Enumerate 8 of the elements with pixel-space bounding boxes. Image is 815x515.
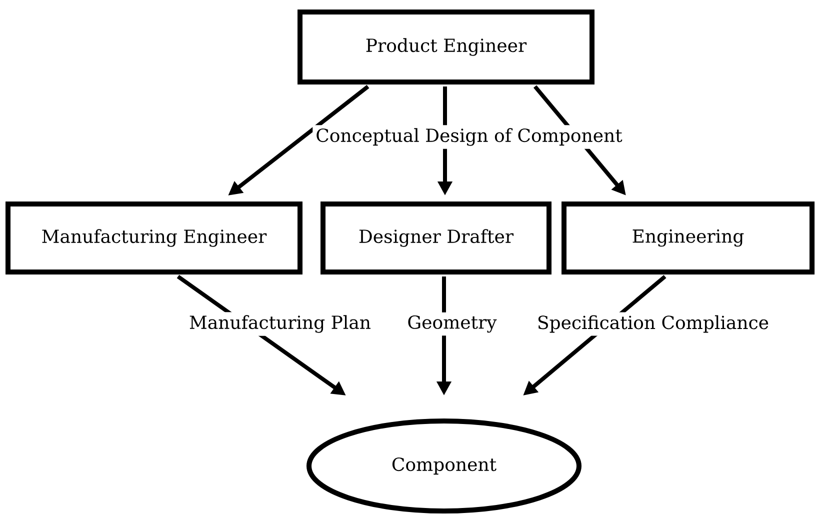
role-box: Designer Drafter xyxy=(320,202,552,274)
edge-label: Conceptual Design of Component xyxy=(312,125,626,149)
role-box: Product Engineer xyxy=(298,10,594,84)
role-box: Engineering xyxy=(562,202,814,274)
edge-label: Specification Compliance xyxy=(534,312,772,336)
role-box: Manufacturing Engineer xyxy=(6,202,302,274)
edge-label: Manufacturing Plan xyxy=(186,312,374,336)
edge-label: Geometry xyxy=(404,312,500,336)
